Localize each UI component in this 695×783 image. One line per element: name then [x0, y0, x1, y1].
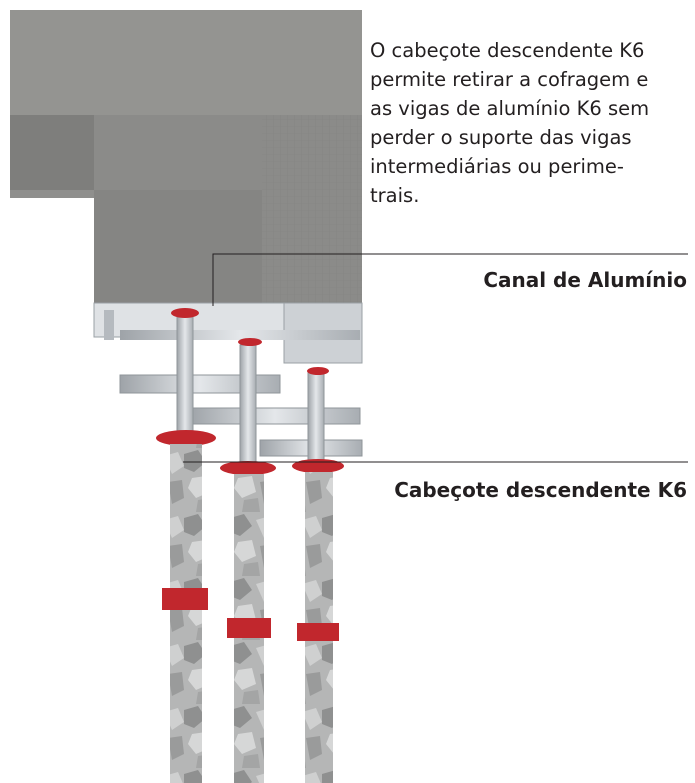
description-line: as vigas de alumínio K6 sem	[370, 97, 650, 120]
description-line: O cabeçote descendente K6	[370, 39, 645, 62]
description-line: permite retirar a cofragem e	[370, 68, 649, 91]
props	[156, 430, 344, 783]
description-line: trais.	[370, 184, 420, 207]
description-text: O cabeçote descendente K6 permite retira…	[370, 36, 690, 210]
description-line: intermediárias ou perime-	[370, 155, 624, 178]
callout-aluminium-channel: Canal de Alumínio	[483, 268, 687, 292]
description-line: perder o suporte das vigas	[370, 126, 632, 149]
drophead-assembly	[119, 308, 363, 473]
callout-drophead-k6: Cabeçote descendente K6	[394, 478, 687, 502]
concrete-slab	[10, 10, 362, 303]
leader-line-canal	[212, 253, 688, 306]
